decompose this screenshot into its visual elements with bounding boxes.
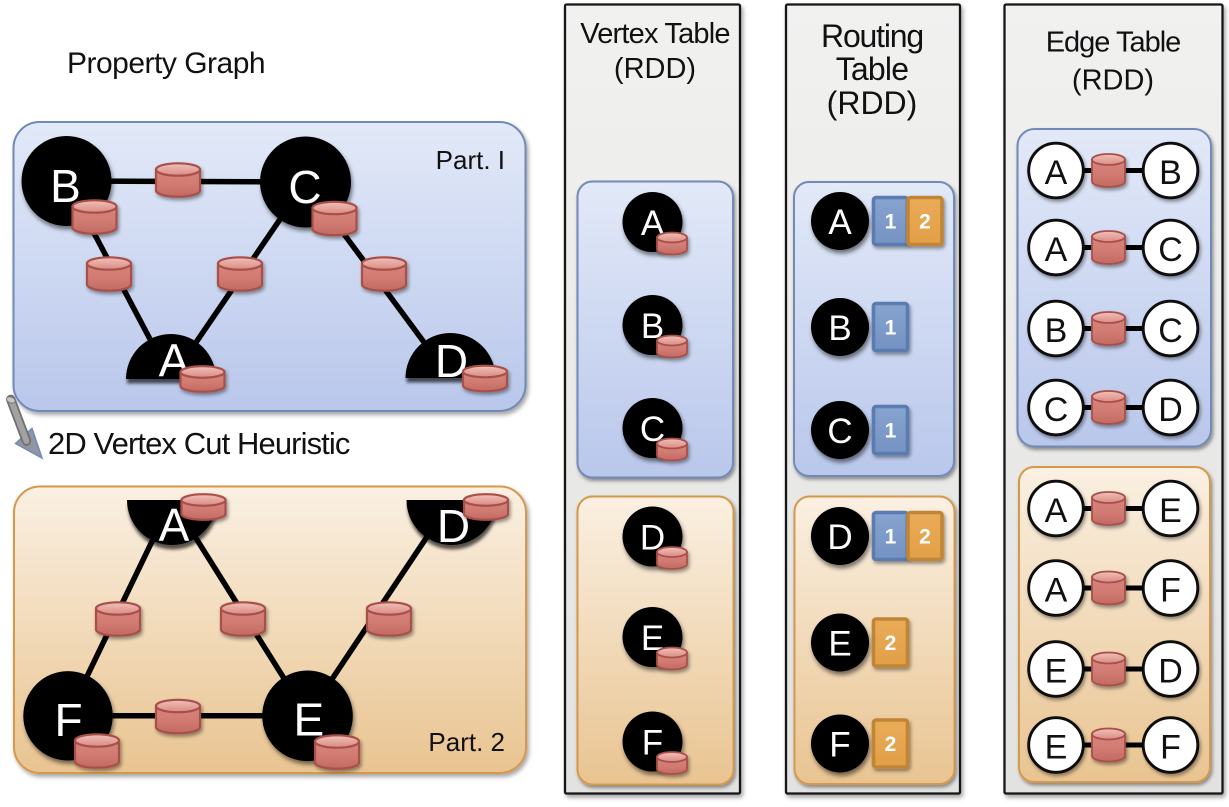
svg-text:Part. I: Part. I bbox=[436, 145, 505, 175]
svg-text:1: 1 bbox=[885, 526, 897, 549]
svg-text:E: E bbox=[1045, 653, 1068, 691]
svg-text:A: A bbox=[1045, 572, 1068, 610]
svg-text:Vertex Table: Vertex Table bbox=[580, 18, 729, 50]
svg-text:2: 2 bbox=[919, 211, 931, 234]
svg-text:2: 2 bbox=[885, 632, 897, 655]
svg-text:C: C bbox=[1158, 231, 1183, 269]
svg-text:2D Vertex Cut Heuristic: 2D Vertex Cut Heuristic bbox=[48, 426, 350, 461]
svg-text:2: 2 bbox=[919, 526, 931, 549]
svg-text:D: D bbox=[827, 518, 852, 557]
svg-text:F: F bbox=[642, 724, 663, 763]
svg-text:B: B bbox=[1159, 154, 1182, 192]
svg-text:A: A bbox=[1045, 231, 1068, 269]
svg-text:1: 1 bbox=[885, 211, 897, 234]
svg-text:1: 1 bbox=[885, 317, 897, 340]
svg-text:Edge Table: Edge Table bbox=[1046, 27, 1181, 59]
svg-text:E: E bbox=[1159, 492, 1182, 530]
svg-text:F: F bbox=[1160, 572, 1181, 610]
svg-text:Routing: Routing bbox=[821, 18, 923, 54]
svg-text:C: C bbox=[1044, 391, 1069, 429]
svg-text:Part. 2: Part. 2 bbox=[428, 727, 505, 757]
svg-text:(RDD): (RDD) bbox=[827, 85, 918, 121]
svg-text:C: C bbox=[827, 412, 852, 451]
svg-text:A: A bbox=[1045, 154, 1068, 192]
svg-text:E: E bbox=[828, 625, 851, 664]
svg-text:B: B bbox=[828, 309, 851, 348]
svg-text:Table: Table bbox=[836, 51, 909, 87]
svg-text:Property Graph: Property Graph bbox=[67, 47, 265, 80]
svg-text:C: C bbox=[1158, 312, 1183, 350]
svg-text:A: A bbox=[828, 203, 852, 242]
svg-text:D: D bbox=[1158, 391, 1183, 429]
svg-text:B: B bbox=[641, 307, 664, 346]
svg-text:E: E bbox=[641, 619, 664, 658]
svg-text:(RDD): (RDD) bbox=[1072, 65, 1154, 97]
svg-text:E: E bbox=[1045, 729, 1068, 767]
svg-text:D: D bbox=[1158, 653, 1183, 691]
svg-text:1: 1 bbox=[885, 420, 897, 443]
svg-text:F: F bbox=[1160, 729, 1181, 767]
svg-text:(RDD): (RDD) bbox=[614, 53, 696, 85]
svg-text:B: B bbox=[1045, 312, 1068, 350]
svg-text:F: F bbox=[829, 726, 850, 765]
svg-text:A: A bbox=[1045, 492, 1068, 530]
svg-text:2: 2 bbox=[885, 733, 897, 756]
